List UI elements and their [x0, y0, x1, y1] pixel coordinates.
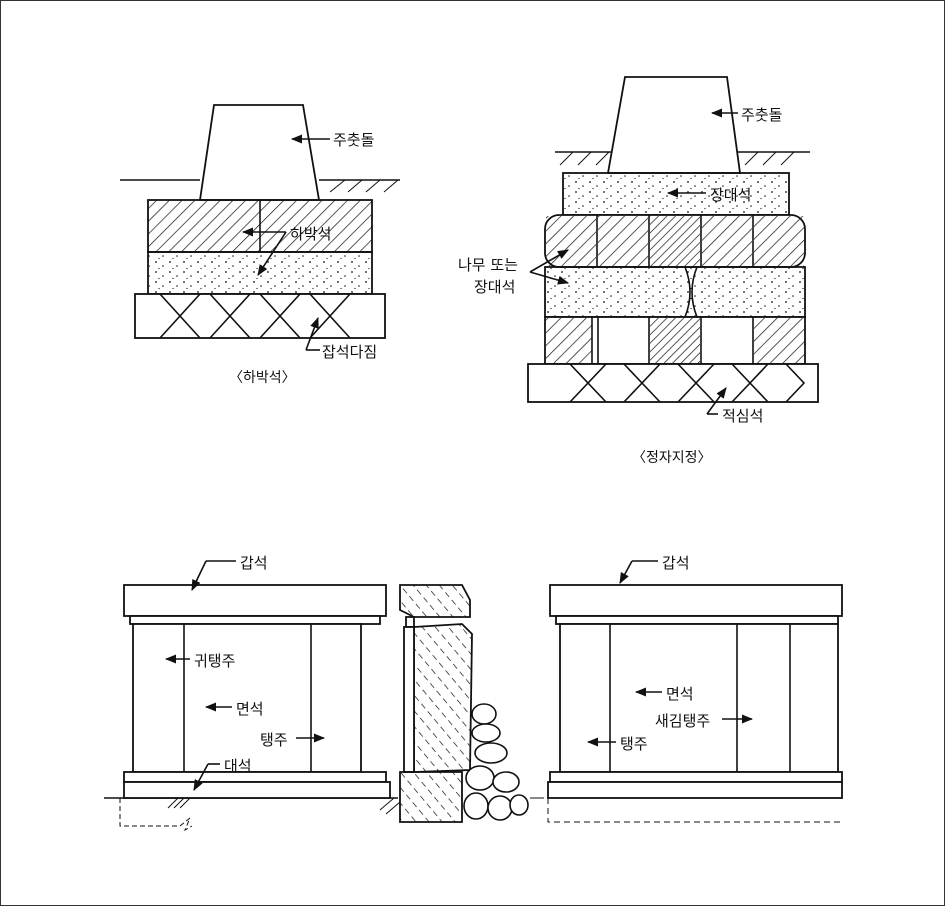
- ground-hatch: [329, 179, 399, 193]
- section-view: [379, 584, 529, 823]
- fill-stones: [463, 703, 529, 821]
- diagram-stylobate-right: 갑석 면석 새김탱주 탱주: [530, 554, 843, 823]
- label-base-stone: 하박석: [290, 225, 331, 243]
- pillar-stone: [198, 104, 321, 201]
- diagram-habakseok: 주춧돌 하박석 잡석다짐 〈하박석〉: [120, 104, 400, 386]
- label-core-stone: 적심석: [722, 407, 763, 425]
- label-carved-post: 새김탱주: [655, 712, 710, 730]
- base-stone: [123, 771, 387, 783]
- section-base: [399, 771, 463, 823]
- cap-stone: [123, 584, 387, 617]
- label-base: 대석: [224, 757, 252, 775]
- label-post: 탱주: [620, 735, 648, 753]
- label-pillar-stone: 주춧돌: [741, 106, 782, 124]
- long-stone-middle: [544, 266, 806, 318]
- label-corner-post: 귀탱주: [194, 652, 235, 670]
- label-rubble: 잡석다짐: [322, 343, 377, 361]
- label-pillar-stone: 주춧돌: [333, 131, 374, 149]
- face-stone: [132, 623, 362, 773]
- diagram-stylobate-left: 갑석 귀탱주 면석 탱주 대석: [104, 554, 398, 832]
- caption-jeongja: 〈정자지정〉: [632, 450, 712, 466]
- label-face-stone: 면석: [666, 685, 694, 703]
- label-long-stone: 장대석: [710, 186, 751, 204]
- label-post: 탱주: [260, 731, 288, 749]
- cap-stone: [549, 584, 843, 617]
- label-cap-stone: 갑석: [240, 554, 268, 572]
- face-stone: [559, 623, 839, 773]
- label-wood-or-stone-1: 나무 또는: [458, 256, 518, 274]
- caption-habakseok: 〈하박석〉: [229, 370, 296, 386]
- long-stone-top: [562, 172, 790, 216]
- section-cap: [399, 584, 471, 618]
- label-cap-stone: 갑석: [662, 554, 690, 572]
- pillar-stone: [606, 76, 742, 174]
- rubble-pattern: [159, 293, 351, 339]
- diagram-jeongja: 주춧돌 장대석 나무 또는 장대석 적심석 〈정자지정〉: [458, 76, 819, 466]
- label-wood-or-stone-2: 장대석: [474, 278, 515, 296]
- core-stone-layer: [527, 363, 819, 403]
- ground-hatch: [559, 151, 795, 166]
- rubble-layer: [134, 293, 386, 339]
- label-face-stone: 면석: [236, 700, 264, 718]
- section-face: [413, 623, 473, 773]
